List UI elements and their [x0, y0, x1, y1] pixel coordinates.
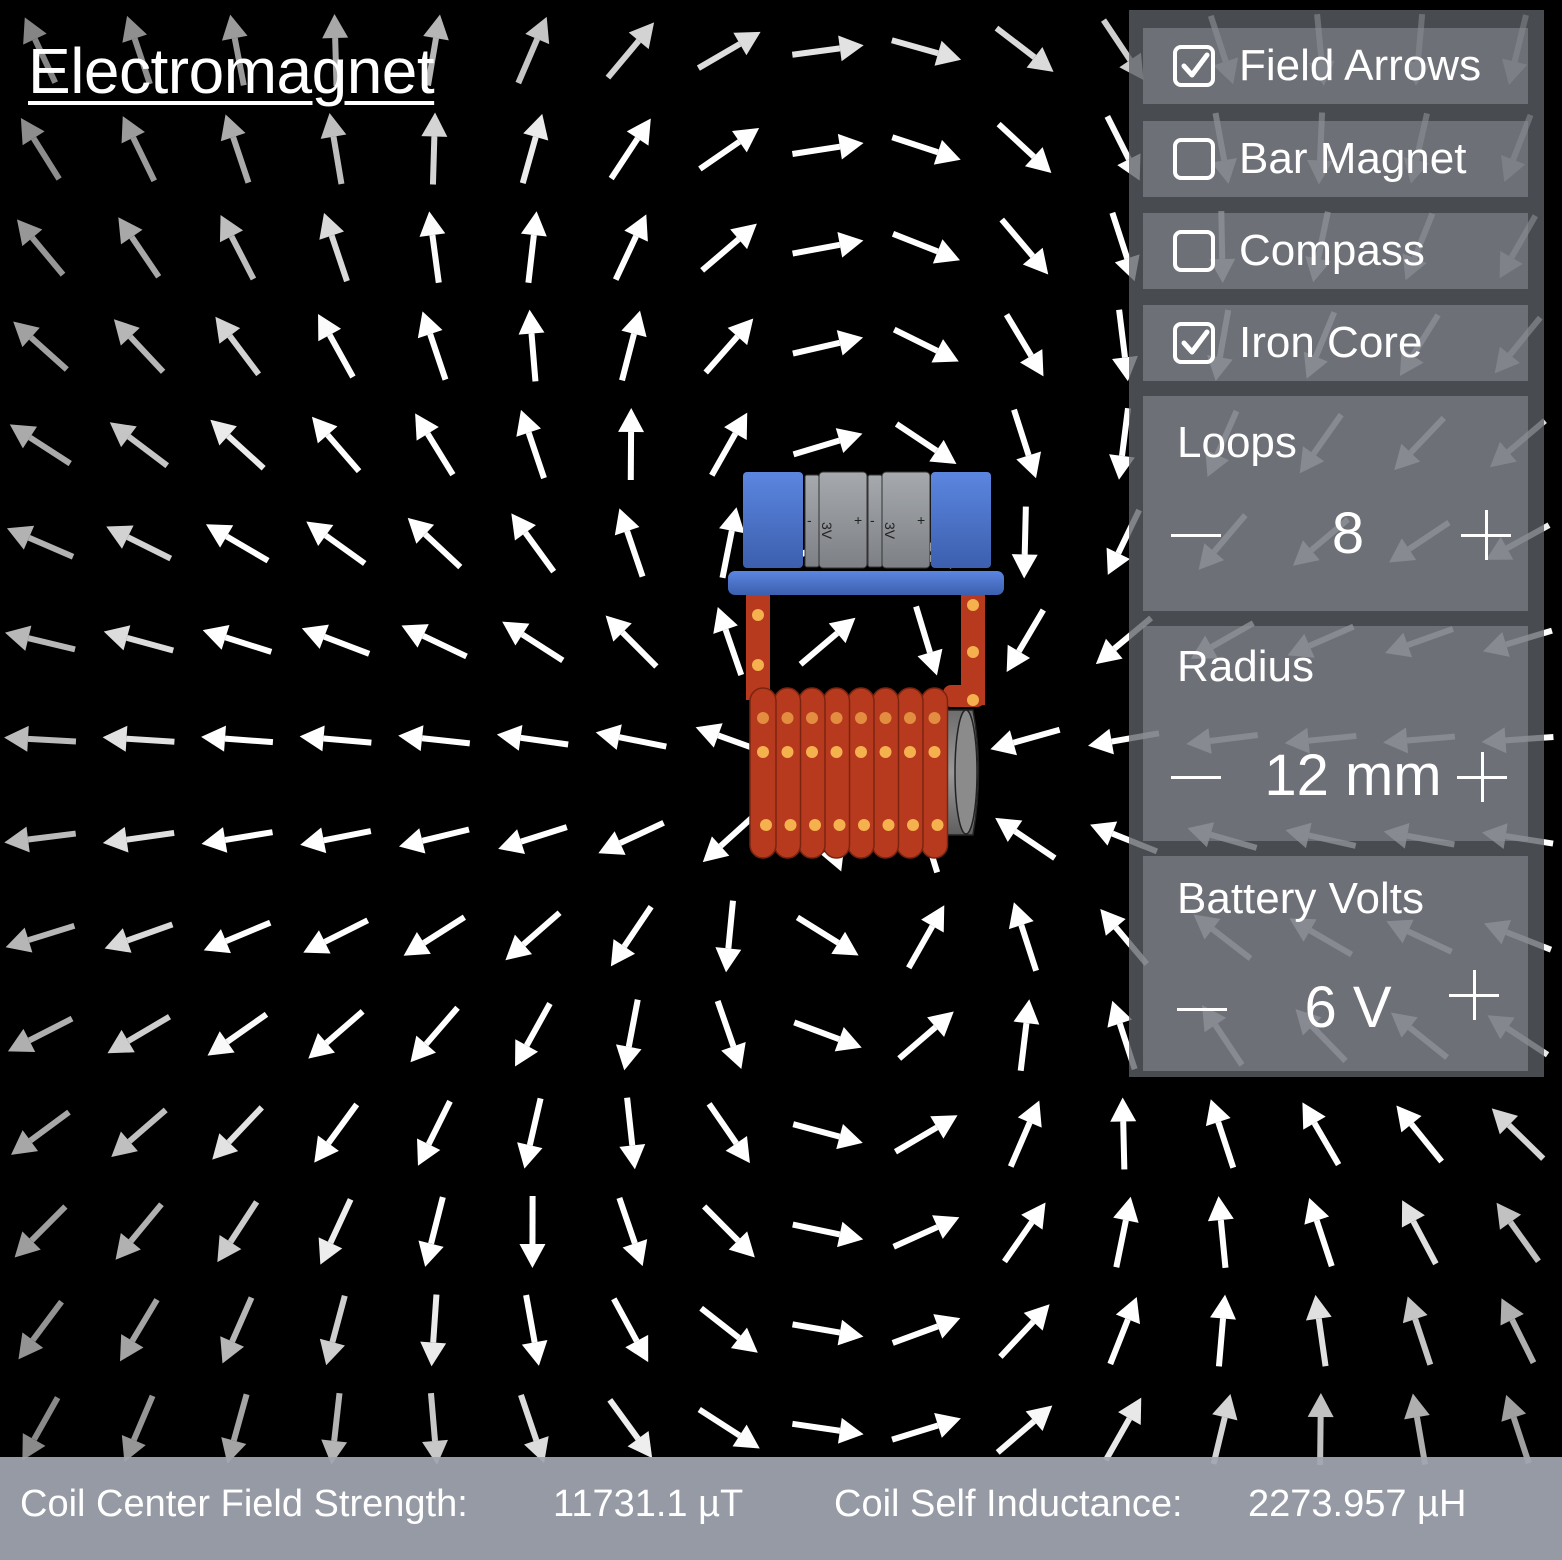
radius-label: Radius — [1177, 642, 1314, 691]
svg-text:+: + — [854, 512, 862, 528]
battery-2: 3V + - — [867, 471, 931, 569]
loops-label: Loops — [1177, 418, 1297, 467]
compass-checkbox-row[interactable]: Compass — [1143, 213, 1528, 289]
battery-volts-decrement-button[interactable] — [1171, 970, 1231, 1050]
coil — [749, 687, 949, 859]
checkmark-icon — [1181, 52, 1210, 78]
electromagnet-device[interactable]: 3V + - 3V + - — [728, 470, 1008, 865]
compass-checkbox[interactable] — [1173, 230, 1215, 272]
battery-volts-label: Battery Volts — [1177, 874, 1425, 923]
radius-decrement-button[interactable] — [1165, 738, 1225, 818]
radius-stepper: 12 mm — [1143, 738, 1528, 818]
radius-increment-button[interactable] — [1451, 738, 1511, 818]
battery-volts-increment-button[interactable] — [1443, 956, 1503, 1036]
battery-1: 3V + - — [804, 471, 868, 569]
readout-bar: Coil Center Field Strength: 11731.1 µT C… — [0, 1457, 1562, 1560]
field-arrows-checkbox-row[interactable]: Field Arrows — [1143, 28, 1528, 104]
bar-magnet-label: Bar Magnet — [1239, 134, 1467, 183]
loops-decrement-button[interactable] — [1165, 496, 1225, 576]
field-arrows-label: Field Arrows — [1239, 41, 1482, 90]
checkmark-icon — [1181, 329, 1210, 355]
app-title: Electromagnet — [28, 35, 435, 107]
inductance-label: Coil Self Inductance: — [834, 1483, 1183, 1525]
field-arrows-checkbox[interactable] — [1173, 45, 1215, 87]
loops-value: 8 — [1331, 501, 1365, 566]
iron-core-checkbox[interactable] — [1173, 322, 1215, 364]
svg-text:-: - — [870, 512, 875, 528]
inductance-value: 2273.957 µH — [1248, 1483, 1467, 1525]
svg-text:-: - — [807, 512, 812, 528]
minus-icon — [1171, 534, 1221, 537]
minus-icon — [1171, 776, 1221, 779]
radius-control: Radius 12 mm — [1143, 626, 1528, 841]
battery-volts-stepper: 6 V — [1143, 970, 1528, 1050]
field-strength-label: Coil Center Field Strength: — [20, 1483, 468, 1525]
bar-magnet-checkbox-row[interactable]: Bar Magnet — [1143, 121, 1528, 197]
battery-holder — [728, 472, 1004, 595]
battery-volts-value: 6 V — [1304, 975, 1392, 1040]
iron-core — [942, 709, 980, 836]
iron-core-checkbox-row[interactable]: Iron Core — [1143, 305, 1528, 381]
iron-core-label: Iron Core — [1239, 318, 1423, 367]
control-panel: Field Arrows Bar Magnet Compass Iron Cor… — [1129, 10, 1544, 1077]
loops-increment-button[interactable] — [1455, 496, 1515, 576]
loops-control: Loops 8 — [1143, 396, 1528, 611]
svg-text:3V: 3V — [819, 522, 835, 540]
svg-text:+: + — [917, 512, 925, 528]
bar-magnet-checkbox[interactable] — [1173, 138, 1215, 180]
loops-stepper: 8 — [1143, 496, 1528, 576]
minus-icon — [1177, 1008, 1227, 1011]
battery-volts-control: Battery Volts 6 V — [1143, 856, 1528, 1071]
svg-text:3V: 3V — [882, 522, 898, 540]
compass-label: Compass — [1239, 226, 1425, 275]
radius-value: 12 mm — [1264, 743, 1442, 808]
field-strength-value: 11731.1 µT — [553, 1483, 744, 1525]
